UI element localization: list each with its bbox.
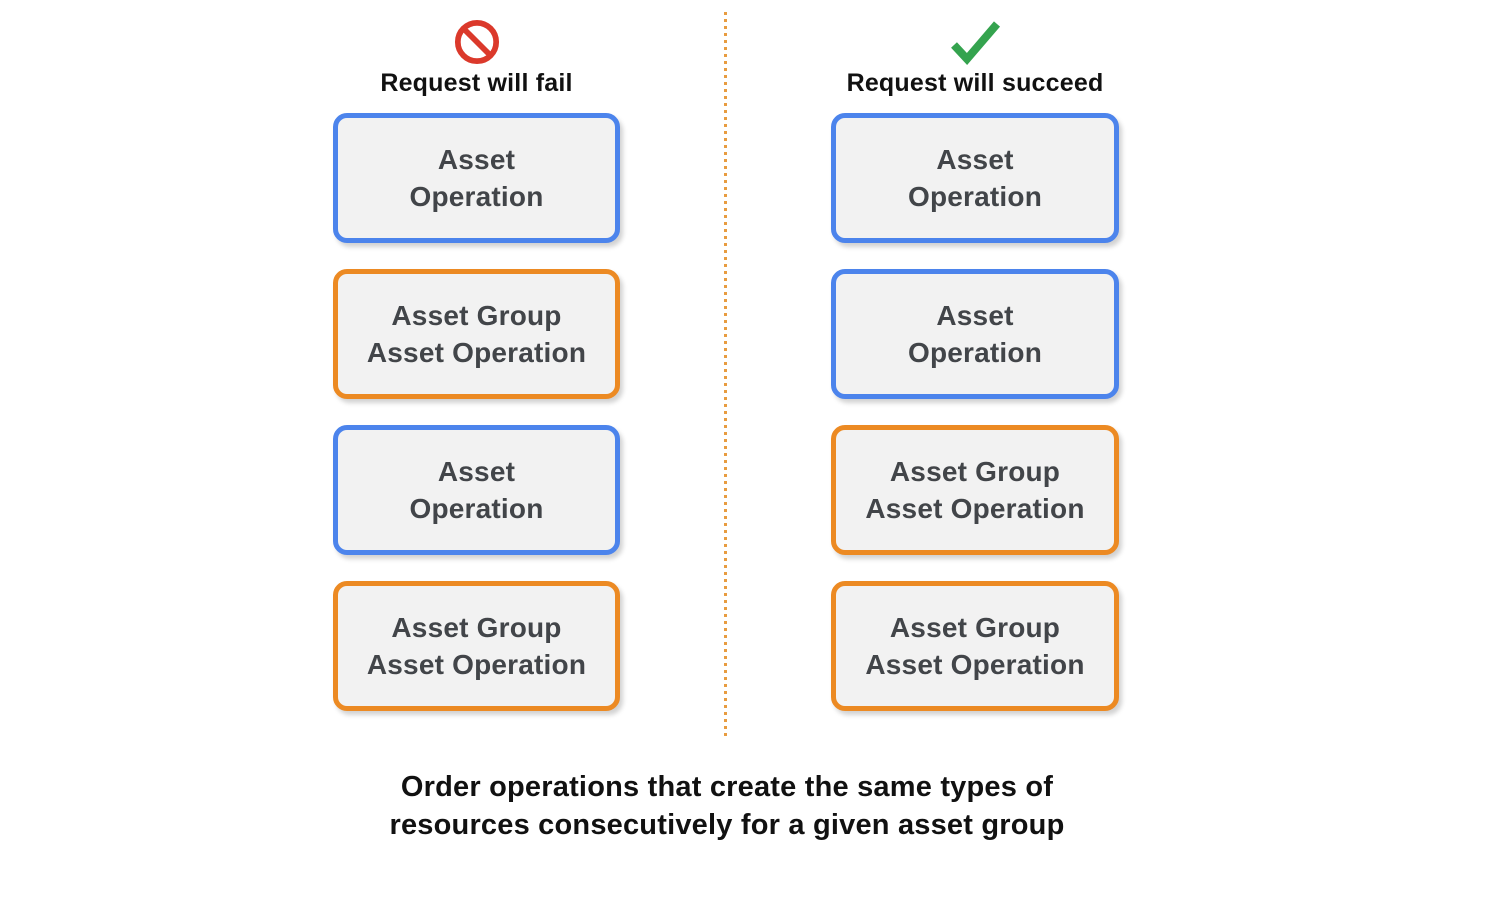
succeed-header: Request will succeed — [846, 69, 1104, 97]
asset-operation-box: Asset Operation — [333, 425, 620, 555]
box-label: Asset Operation — [409, 456, 544, 524]
box-label: Asset Group Asset Operation — [366, 612, 587, 680]
box-label: Asset Group Asset Operation — [865, 612, 1085, 680]
asset-group-asset-operation-box: Asset Group Asset Operation — [333, 269, 620, 399]
prohibition-icon — [454, 19, 499, 65]
fail-header: Request will fail — [380, 69, 573, 97]
asset-operation-box: Asset Operation — [831, 269, 1119, 399]
box-label: Asset Operation — [907, 300, 1043, 368]
asset-operation-box: Asset Operation — [831, 113, 1119, 243]
box-label: Asset Operation — [409, 144, 544, 212]
fail-column: Request will fail Asset Operation Asset … — [333, 0, 620, 760]
divider-dotted-line — [724, 12, 727, 736]
succeed-icon-row — [831, 16, 1119, 68]
box-label: Asset Operation — [907, 144, 1043, 212]
asset-group-asset-operation-box: Asset Group Asset Operation — [831, 425, 1119, 555]
box-label: Asset Group Asset Operation — [865, 456, 1085, 524]
caption: Order operations that create the same ty… — [0, 768, 1454, 844]
check-icon — [951, 21, 1001, 66]
asset-group-asset-operation-box: Asset Group Asset Operation — [831, 581, 1119, 711]
asset-group-asset-operation-box: Asset Group Asset Operation — [333, 581, 620, 711]
fail-icon-row — [333, 16, 620, 68]
box-label: Asset Group Asset Operation — [366, 300, 587, 368]
caption-line-1: Order operations that create the same ty… — [400, 771, 1054, 803]
succeed-column: Request will succeed Asset Operation Ass… — [831, 0, 1119, 760]
asset-operation-box: Asset Operation — [333, 113, 620, 243]
caption-line-2: resources consecutively for a given asse… — [389, 809, 1065, 841]
